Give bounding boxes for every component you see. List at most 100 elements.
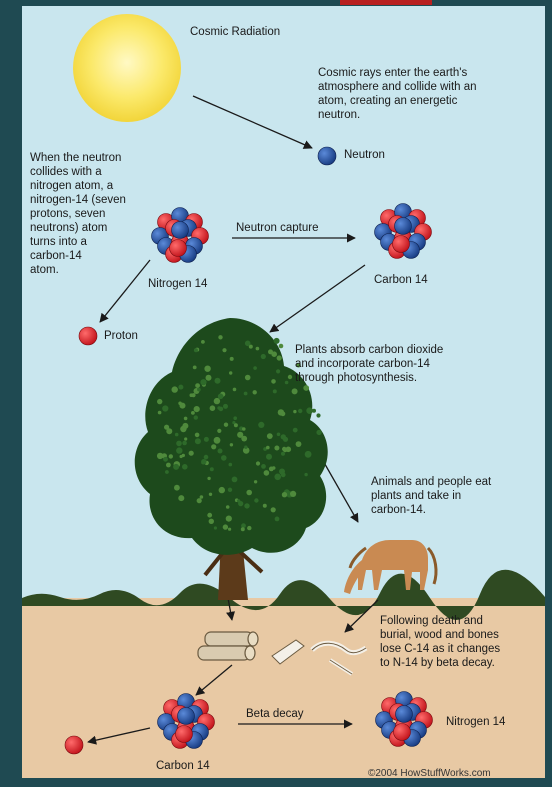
leaf-dot: [274, 338, 280, 344]
leaf-dot: [195, 383, 200, 388]
leaf-dot: [293, 428, 298, 433]
leaf-dot: [245, 341, 251, 347]
leaf-dot: [210, 405, 216, 411]
neutron-sphere: [172, 222, 189, 239]
leaf-dot: [180, 455, 183, 458]
leaf-dot: [207, 477, 210, 480]
leaf-dot: [224, 423, 228, 427]
leaf-dot: [204, 455, 209, 460]
leaf-dot: [218, 394, 224, 400]
leaf-dot: [312, 409, 316, 413]
leaf-dot: [165, 470, 169, 474]
leaf-dot: [266, 454, 272, 460]
leaf-dot: [296, 441, 302, 447]
copyright-notice: ©2004 HowStuffWorks.com: [368, 768, 491, 779]
leaf-dot: [277, 355, 282, 360]
neutron-particle: [318, 147, 336, 165]
leaf-dot: [209, 519, 214, 524]
leaf-dot: [232, 477, 238, 483]
leaf-dot: [197, 498, 202, 503]
proton-sphere: [170, 240, 187, 257]
leaf-dot: [157, 453, 163, 459]
leaf-dot: [222, 348, 226, 352]
leaf-dot: [253, 390, 257, 394]
leaf-dot: [197, 388, 201, 392]
cosmic-radiation-label: Cosmic Radiation: [190, 26, 280, 38]
leaf-dot: [305, 451, 312, 458]
leaf-dot: [288, 375, 292, 379]
proton-sphere: [176, 726, 193, 743]
leaf-dot: [269, 467, 274, 472]
leaf-dot: [247, 526, 251, 530]
leaf-dot: [298, 409, 302, 413]
leaf-dot: [271, 507, 276, 512]
neutron-sphere: [178, 708, 195, 725]
leaf-dot: [166, 463, 171, 468]
leaf-dot: [228, 488, 232, 492]
leaf-dot: [229, 463, 233, 467]
leaf-dot: [282, 447, 286, 451]
leaf-dot: [233, 388, 237, 392]
carbon14-bottom-label: Carbon 14: [156, 760, 210, 772]
leaf-dot: [201, 340, 205, 344]
beta-decay-label: Beta decay: [246, 708, 304, 720]
leaf-dot: [219, 487, 225, 493]
leaf-dot: [223, 524, 228, 529]
leaf-dot: [256, 347, 260, 351]
leaf-dot: [217, 429, 221, 433]
nitrogen14-top-label: Nitrogen 14: [148, 278, 207, 290]
leaf-dot: [303, 385, 309, 391]
leaf-dot: [182, 441, 187, 446]
leaf-dot: [261, 464, 266, 469]
leaf-dot: [230, 357, 234, 361]
leaf-dot: [204, 366, 210, 372]
proton-particle: [79, 327, 97, 345]
photosynthesis-description: Plants absorb carbon dioxide and incorpo…: [295, 343, 495, 385]
leaf-dot: [264, 470, 270, 476]
leaf-dot: [207, 513, 212, 518]
leaf-dot: [233, 416, 237, 420]
leaf-dot: [271, 351, 277, 357]
carbon14-top-label: Carbon 14: [374, 274, 428, 286]
neutron-collision-description: When the neutron collides with a nitroge…: [30, 151, 150, 277]
leaf-dot: [214, 398, 220, 404]
leaf-dot: [277, 433, 281, 437]
leaf-dot: [241, 436, 247, 442]
leaf-dot: [244, 392, 248, 396]
leaf-dot: [163, 457, 168, 462]
leaf-dot: [176, 447, 182, 453]
leaf-dot: [261, 354, 266, 359]
leaf-dot: [173, 464, 179, 470]
proton-label: Proton: [104, 330, 138, 342]
leaf-dot: [218, 335, 222, 339]
leaf-dot: [244, 503, 249, 508]
leaf-dot: [223, 404, 228, 409]
leaf-dot: [228, 528, 231, 531]
leaf-dot: [215, 378, 221, 384]
leaf-dot: [242, 427, 246, 431]
leaf-dot: [263, 504, 267, 508]
leaf-dot: [283, 437, 288, 442]
leaf-dot: [164, 425, 169, 430]
leaf-dot: [184, 437, 187, 440]
leaf-dot: [246, 490, 252, 496]
leaf-dot: [210, 467, 214, 471]
leaf-dot: [172, 386, 178, 392]
leaf-dot: [244, 446, 247, 449]
leaf-dot: [201, 459, 206, 464]
neutron-sphere: [396, 706, 413, 723]
leaf-dot: [290, 491, 296, 497]
leaf-dot: [266, 446, 270, 450]
leaf-dot: [267, 433, 273, 439]
leaf-dot: [245, 375, 251, 381]
leaf-dot: [271, 379, 276, 384]
leaf-dot: [211, 444, 216, 449]
leaf-dot: [229, 371, 232, 374]
cosmic-rays-description: Cosmic rays enter the earth's atmosphere…: [318, 66, 538, 122]
leaf-dot: [218, 449, 223, 454]
leaf-dot: [279, 469, 285, 475]
leaf-dot: [193, 366, 197, 370]
leaf-dot: [316, 430, 321, 435]
proton-particle-bottom: [65, 736, 83, 754]
leaf-dot: [200, 495, 204, 499]
